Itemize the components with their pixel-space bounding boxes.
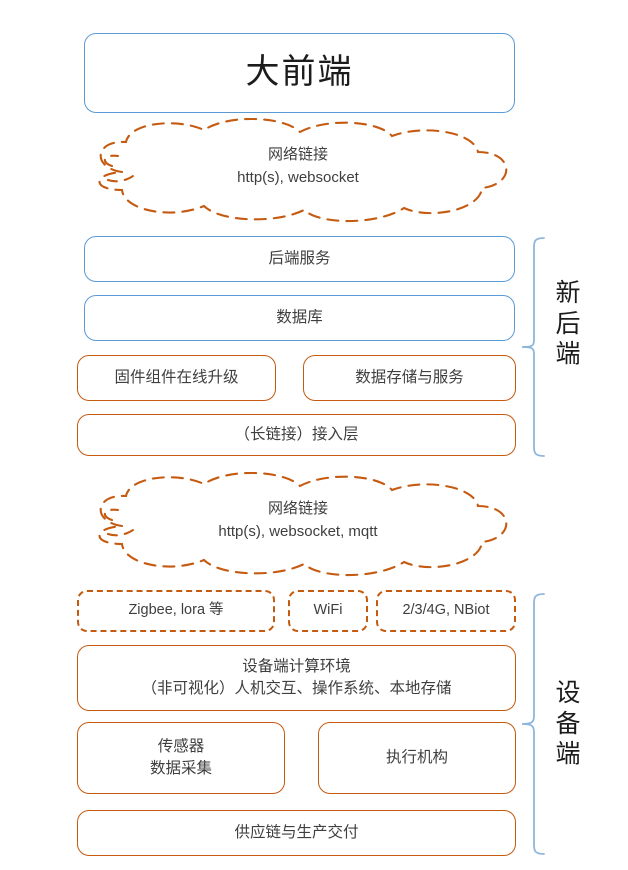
row-long-connection-access-layer: （长链接）接入层 [77, 414, 516, 456]
cloud-network-link-top: 网络链接 http(s), websocket [78, 118, 518, 226]
cloud-bottom-label: 网络链接 http(s), websocket, mqtt [78, 497, 518, 544]
row-sensor-data-collection: 传感器 数据采集 [77, 722, 285, 794]
bracket-device-group [521, 593, 545, 855]
device-compute-line1: 设备端计算环境 [242, 657, 351, 675]
row-supply-chain-production-delivery: 供应链与生产交付 [77, 810, 516, 856]
title-box-big-frontend: 大前端 [84, 33, 515, 113]
row-device-compute-environment: 设备端计算环境 （非可视化）人机交互、操作系统、本地存储 [77, 645, 516, 711]
side-label-device-side: 设 备 端 [551, 678, 585, 770]
row-database: 数据库 [84, 295, 515, 341]
device-compute-line2: （非可视化）人机交互、操作系统、本地存储 [141, 680, 452, 697]
side-label-new-backend-char-2: 端 [555, 339, 581, 368]
bracket-backend-group [521, 237, 545, 457]
cloud-top-line2: http(s), websocket [237, 169, 359, 187]
row-data-storage-service: 数据存储与服务 [303, 355, 516, 401]
sensor-line1: 传感器 [157, 737, 205, 755]
side-label-new-backend-char-1: 后 [555, 308, 581, 338]
cloud-top-line1: 网络链接 [267, 146, 328, 163]
cloud-top-label: 网络链接 http(s), websocket [78, 143, 518, 190]
cloud-bottom-line1: 网络链接 [267, 500, 328, 517]
row-backend-service: 后端服务 [84, 236, 515, 282]
side-label-new-backend: 新 后 端 [551, 278, 585, 370]
cloud-network-link-bottom: 网络链接 http(s), websocket, mqtt [78, 472, 518, 580]
sensor-line2: 数据采集 [149, 760, 212, 777]
radio-box-cellular: 2/3/4G, NBiot [376, 590, 516, 632]
row-firmware-ota: 固件组件在线升级 [77, 355, 276, 401]
side-label-device-side-char-2: 端 [555, 739, 581, 768]
radio-box-zigbee-lora: Zigbee, lora 等 [77, 590, 275, 632]
side-label-new-backend-char-0: 新 [555, 278, 581, 307]
side-label-device-side-char-1: 备 [555, 708, 581, 738]
cloud-bottom-line2: http(s), websocket, mqtt [218, 523, 378, 541]
radio-box-wifi: WiFi [288, 590, 368, 632]
side-label-device-side-char-0: 设 [555, 678, 581, 707]
row-actuator: 执行机构 [318, 722, 516, 794]
